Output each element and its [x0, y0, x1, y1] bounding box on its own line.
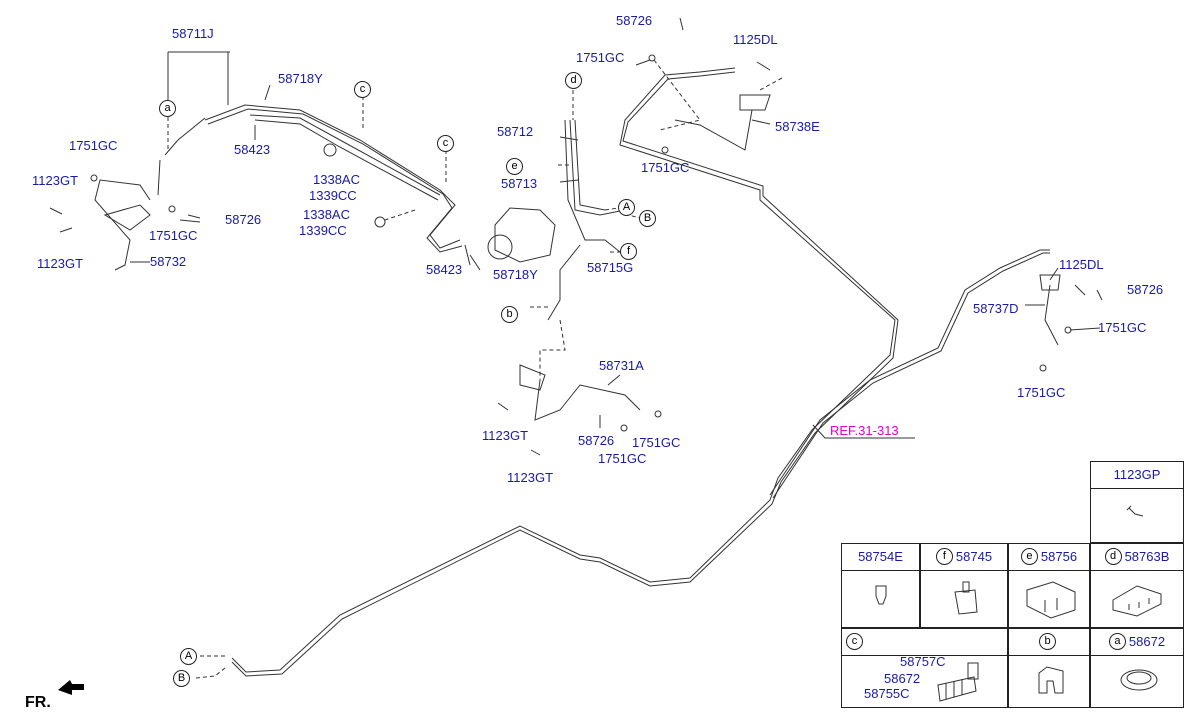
part-label-58672: 58672 — [884, 671, 921, 686]
grommet-icon — [1038, 666, 1064, 694]
legend-cell-b: b — [1008, 628, 1090, 708]
legend-tag: c — [846, 633, 863, 651]
legend-code: 58763B — [1124, 549, 1170, 564]
legend-code: 58754E — [842, 544, 919, 571]
part-label-58423: 58423 — [426, 262, 463, 277]
legend-code: 58756 — [1040, 549, 1078, 564]
legend-code: 1123GP — [1091, 462, 1183, 489]
part-label-1339CC: 1339CC — [299, 223, 347, 238]
part-label-58726: 58726 — [616, 13, 653, 28]
callout-A: A — [618, 199, 635, 216]
clip-icon — [1026, 581, 1076, 619]
bolt-icon — [1126, 505, 1144, 517]
callout-f: f — [620, 243, 637, 260]
legend-code: 58672 — [1128, 634, 1166, 649]
part-label-1338AC: 1338AC — [303, 207, 350, 222]
part-label-1125DL: 1125DL — [733, 32, 778, 47]
callout-d: d — [565, 72, 582, 89]
clip-assembly-icon — [937, 662, 979, 702]
reference-link[interactable]: REF.31-313 — [830, 423, 899, 438]
part-label-58726: 58726 — [1127, 282, 1164, 297]
part-label-1751GC: 1751GC — [598, 451, 647, 466]
front-direction-label: FR. — [25, 694, 51, 711]
rear-right-hose — [674, 109, 753, 151]
part-label-1751GC: 1751GC — [641, 160, 690, 175]
callout-B: B — [173, 670, 190, 687]
part-label-58718Y: 58718Y — [278, 71, 323, 86]
legend-tag: d — [1104, 548, 1122, 566]
part-label-58711J: 58711J — [172, 26, 214, 41]
callout-e: e — [506, 158, 523, 175]
legend-tag: b — [1039, 633, 1056, 651]
part-label-1123GT: 1123GT — [482, 428, 529, 443]
main-brake-tube-inner — [231, 71, 899, 677]
part-label-58731A: 58731A — [599, 358, 644, 373]
right-hose — [1044, 284, 1059, 346]
part-label-58737D: 58737D — [973, 301, 1019, 316]
part-label-58755C: 58755C — [864, 686, 910, 701]
clip-icon — [1112, 585, 1162, 617]
legend-tag: e — [1020, 548, 1038, 566]
part-label-58726: 58726 — [225, 212, 262, 227]
part-label-1751GC: 1751GC — [149, 228, 198, 243]
part-label-58715G: 58715G — [587, 260, 634, 275]
callout-a: a — [159, 100, 176, 117]
part-label-1338AC: 1338AC — [313, 172, 360, 187]
callout-B: B — [639, 210, 656, 227]
part-label-58738E: 58738E — [775, 119, 820, 134]
rear-left-hose — [534, 379, 641, 421]
center-lines — [569, 119, 626, 216]
part-label-1751GC: 1751GC — [576, 50, 625, 65]
legend-tag: a — [1108, 633, 1126, 651]
secondary-brake-tube — [769, 249, 1050, 496]
part-label-1123GT: 1123GT — [32, 173, 79, 188]
part-label-1339CC: 1339CC — [309, 188, 357, 203]
front-line-bundle — [204, 104, 461, 249]
part-label-58712: 58712 — [497, 124, 534, 139]
grommet-icon — [875, 585, 887, 605]
part-label-1751GC: 1751GC — [632, 435, 681, 450]
part-label-58718Y: 58718Y — [493, 267, 538, 282]
main-brake-tube-outer — [231, 67, 896, 673]
callout-b: b — [501, 306, 518, 323]
part-label-1751GC: 1751GC — [1017, 385, 1066, 400]
left-hose — [164, 117, 206, 156]
legend-cell-58754E: 58754E — [841, 543, 920, 628]
callout-A: A — [180, 648, 197, 665]
part-label-58423: 58423 — [234, 142, 271, 157]
callout-c: c — [354, 81, 371, 98]
abs-unit — [494, 207, 556, 263]
callout-c: c — [437, 135, 454, 152]
clip-icon — [954, 581, 978, 615]
legend-cell-c: c 58757C 58672 58755C — [841, 628, 1008, 708]
plug-icon — [1120, 669, 1158, 691]
part-label-1125DL: 1125DL — [1059, 257, 1104, 272]
part-label-58757C: 58757C — [900, 654, 946, 669]
legend-tag: f — [935, 548, 953, 566]
legend-cell-1123GP: 1123GP — [1090, 461, 1184, 543]
front-direction-arrow — [58, 680, 84, 695]
part-label-1751GC: 1751GC — [69, 138, 118, 153]
part-label-1751GC: 1751GC — [1098, 320, 1147, 335]
part-label-58732: 58732 — [150, 254, 187, 269]
part-label-58713: 58713 — [501, 176, 538, 191]
part-label-1123GT: 1123GT — [37, 256, 84, 271]
part-label-1123GT: 1123GT — [507, 470, 554, 485]
legend-code: 58745 — [955, 549, 993, 564]
part-label-58726: 58726 — [578, 433, 615, 448]
